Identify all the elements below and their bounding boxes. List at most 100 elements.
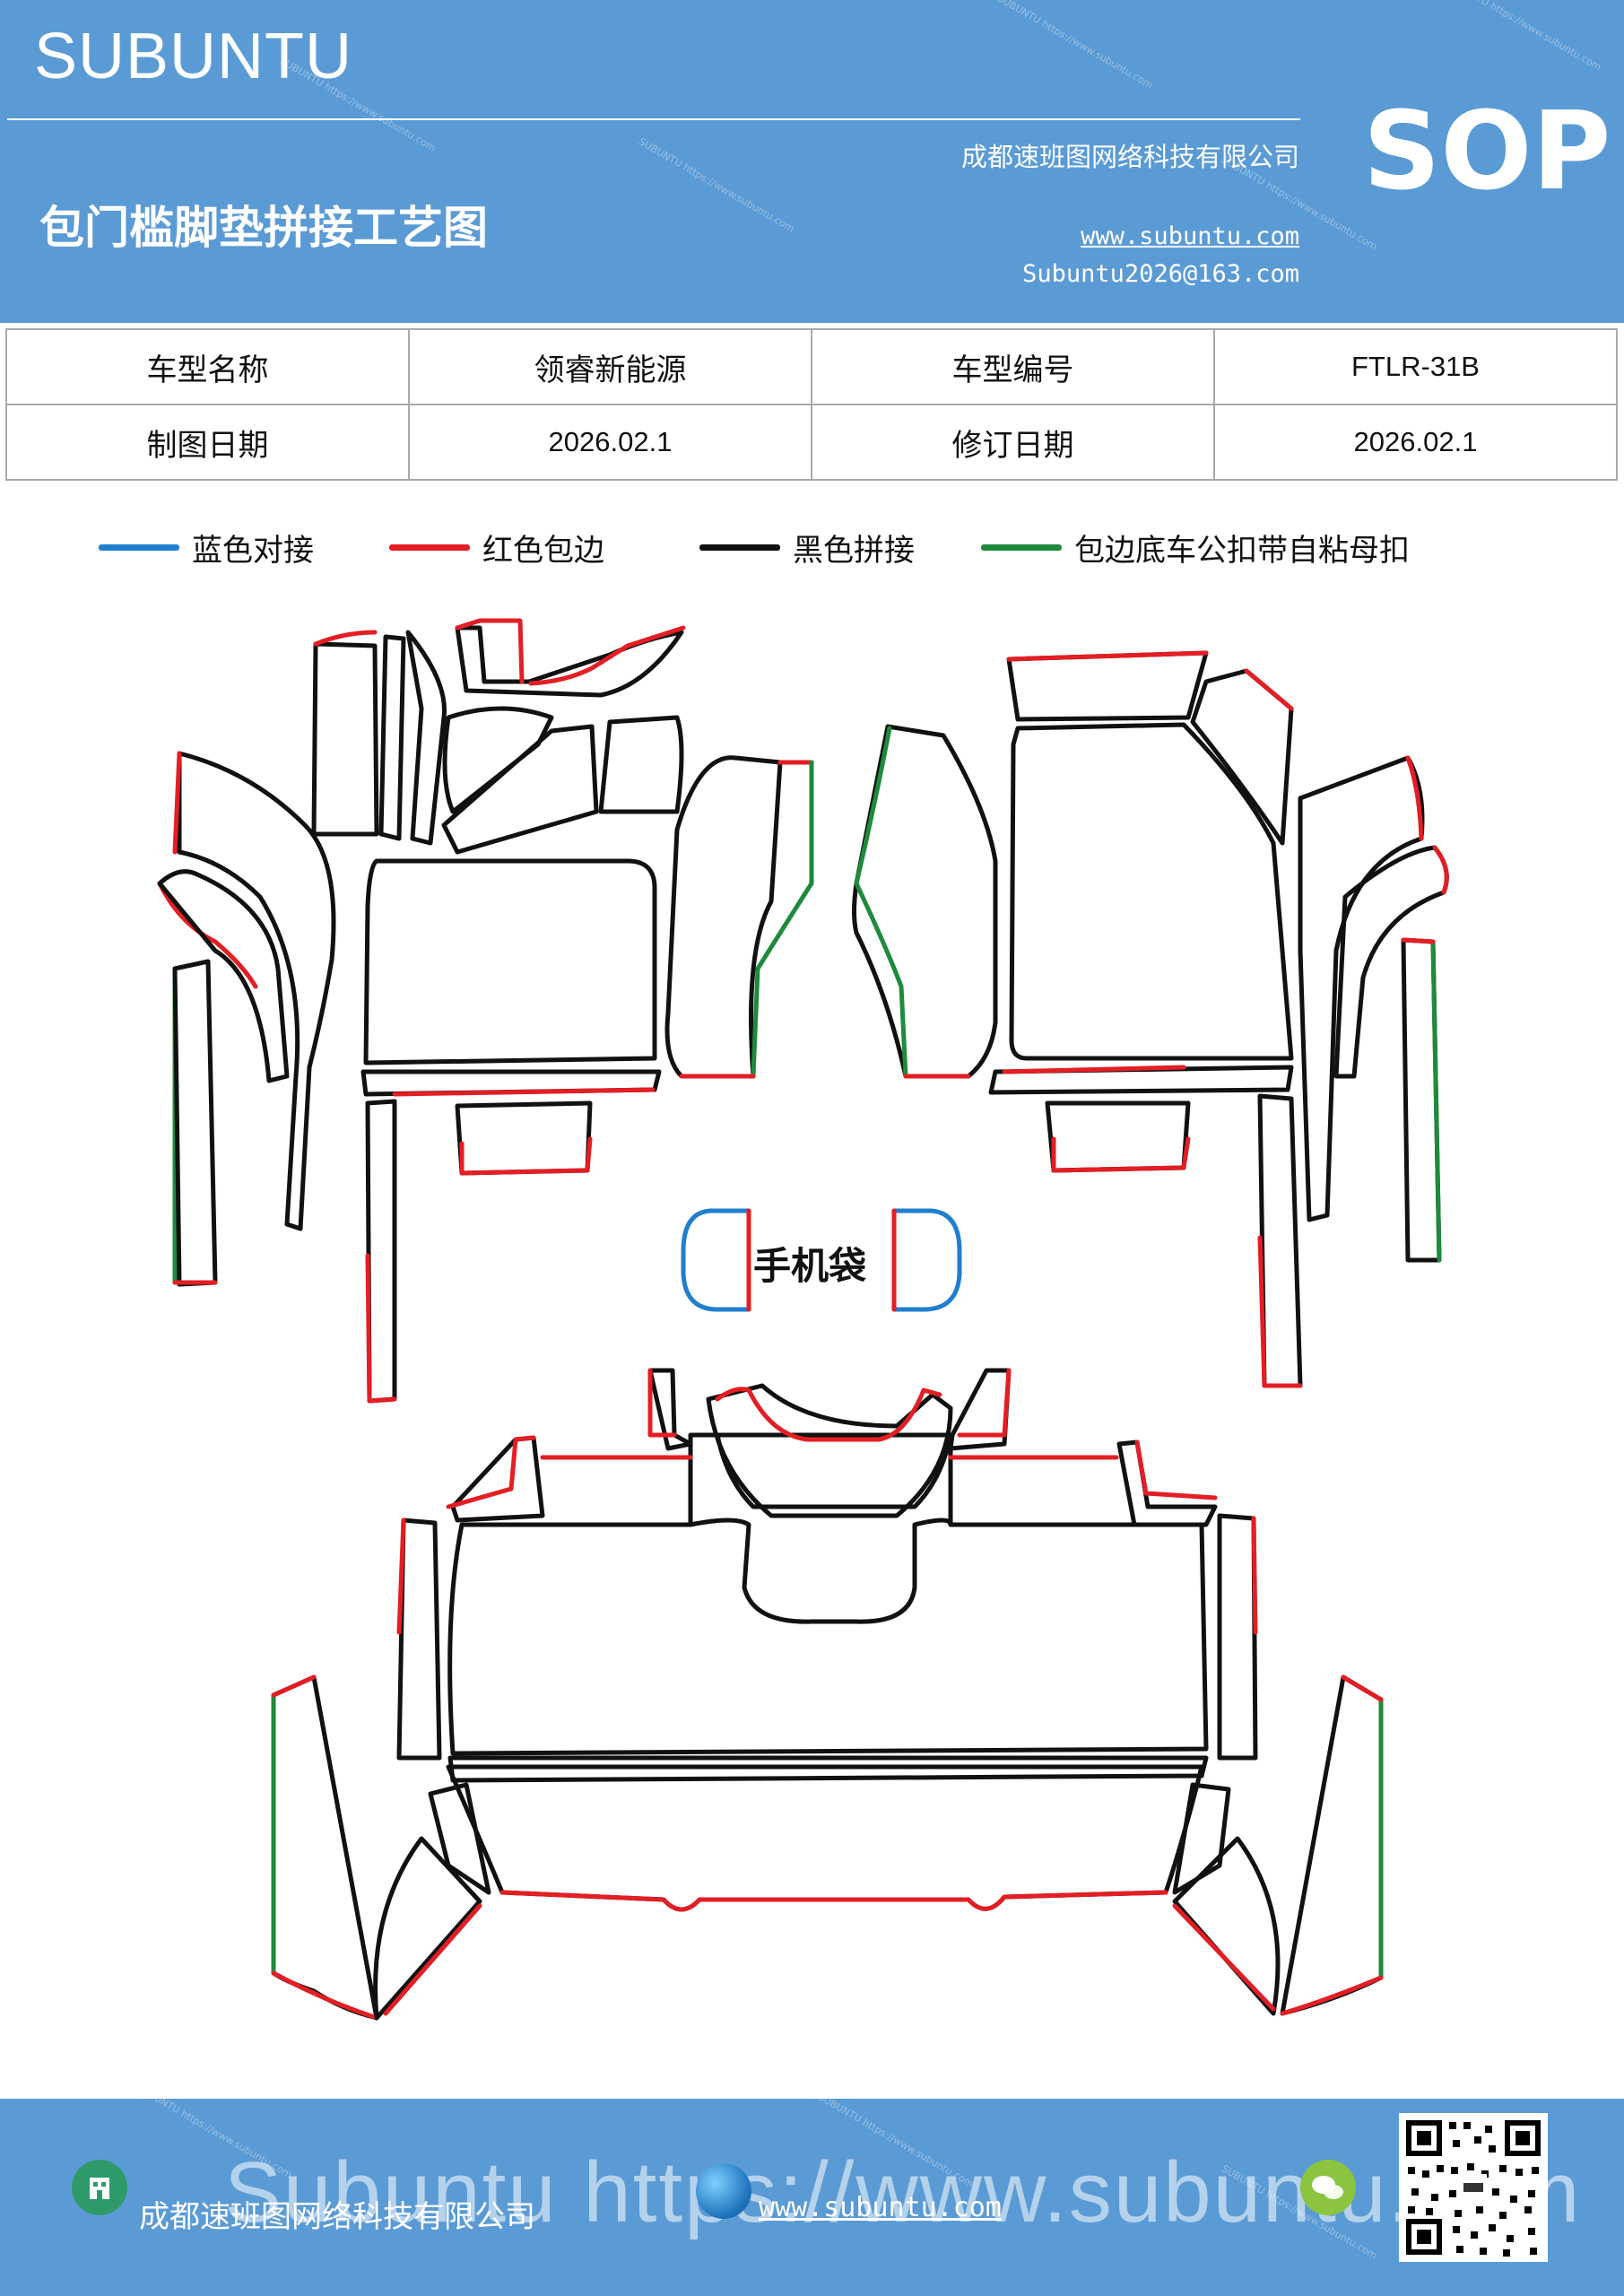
table-cell: 车型编号 [811,328,1215,405]
wechat-icon [1300,2160,1356,2215]
table-cell: 2026.02.1 [408,404,812,481]
page-title: 包门槛脚垫拼接工艺图 [39,202,488,254]
fr-corner-piece [1190,668,1294,846]
rear-left-arc-piece [373,1836,482,2021]
fr-main-floor [1009,722,1294,1061]
fl-pillar-piece [311,641,379,837]
legend-swatch [389,544,470,551]
rear-main-floor [447,1432,1209,1756]
rear-left-step [450,1435,545,1523]
fr-vertical-strip-edge [1257,1235,1303,1388]
fr-outer-arch-edge [1405,755,1424,841]
legend-swatch [99,544,179,551]
fl-outer-arch [177,751,336,1231]
fl-sill-edge [392,1087,656,1097]
table-cell: 领睿新能源 [408,328,812,405]
fr-sill-edge [1002,1065,1186,1074]
legend-label: 红色包边 [482,532,604,569]
fr-heel-pad [1045,1100,1191,1173]
fl-tunnel-piece [598,715,684,814]
fr-outer-arch [1298,755,1425,1222]
fr-door-edge-green [854,726,908,1079]
rear-right-wall [1217,1513,1258,1761]
fr-corner-edge [1244,668,1294,711]
legend-label: 黑色拼接 [793,532,915,569]
fl-console-piece [442,706,554,814]
rear-left-corner [271,1674,379,2021]
fr-heel-pad-edge [1051,1136,1191,1173]
sop-badge: SOP [1363,90,1611,214]
fr-door-piece [852,724,998,1079]
legend-item-green: 包边底车公扣带自粘母扣 [981,525,1410,570]
fl-outer-arch-edge [172,751,182,855]
website-link[interactable]: www.subuntu.com [1081,222,1299,250]
fr-top-edge [1006,650,1209,662]
fl-main-floor [363,858,657,1065]
building-icon [72,2160,127,2215]
legend-label: 包边底车公扣带自粘母扣 [1074,532,1410,569]
fl-side-strip [172,959,218,1287]
table-cell: 车型名称 [5,328,410,405]
fl-door-piece [664,755,783,1079]
rear-mat-group [271,1368,1384,2021]
rear-console-top-edge [715,1387,942,1442]
email-address[interactable]: Subuntu2026@163.com [1022,260,1299,288]
rear-console [706,1383,953,1518]
table-cell: 制图日期 [5,404,410,481]
phone-pocket-left [681,1208,751,1312]
header-banner: SUBUNTU https://www.subuntu.com SUBUNTU … [0,0,1624,323]
fl-top-edge-1 [455,618,525,684]
rear-right-corner-bottom [1280,1975,1384,2016]
rear-right-tab [948,1368,1012,1451]
rear-left-wedge [428,1782,491,1895]
front-left-mat-group [157,618,814,1404]
legend-item-black: 黑色拼接 [699,525,915,570]
table-cell: 2026.02.1 [1213,404,1618,481]
fr-arch-band-edge [1432,845,1449,895]
vehicle-info-table: 车型名称 领睿新能源 车型编号 FTLR-31B 制图日期 2026.02.1 … [5,328,1618,481]
qr-code [1399,2113,1548,2262]
fl-arch-band [157,869,290,1083]
legend-item-red: 红色包边 [389,525,604,570]
legend-item-blue: 蓝色对接 [99,525,314,570]
phone-pocket-group [681,1208,962,1312]
front-right-mat-group [852,650,1449,1388]
fr-sill-strip [988,1065,1294,1095]
fl-strip-a [378,634,406,841]
footer-website-link[interactable]: www.subuntu.com [759,2192,1002,2223]
fl-mid-piece [441,724,599,855]
header-divider [7,118,1300,120]
fr-side-strip-top [1401,937,1436,944]
fr-side-strip-green [1430,939,1442,1263]
brand-name: SUBUNTU [34,21,353,92]
legend-swatch [699,544,780,551]
footer-banner: SUBUNTU https://www.subuntu.com SUBUNTU … [0,2099,1624,2296]
phone-pocket-right [891,1208,962,1312]
rear-left-arc-edge [383,1903,482,2016]
table-cell: 修订日期 [811,404,1215,481]
rear-left-tab-edge [647,1368,677,1438]
table-row: 制图日期 2026.02.1 修订日期 2026.02.1 [5,404,1618,481]
rear-right-corner [1280,1674,1384,2016]
globe-icon [696,2163,751,2219]
fr-vertical-strip [1257,1093,1303,1388]
footer-company-name: 成都速班图网络科技有限公司 [139,2199,535,2235]
rear-right-arc-edge [1172,1903,1276,2012]
legend-swatch [981,544,1062,551]
rear-back-floor-edge [499,1890,1168,1912]
fl-door-edge-green [751,760,814,1079]
rear-back-floor [446,1764,1204,1912]
rear-left-wall [396,1518,442,1761]
phone-pocket-label: 手机袋 [753,1244,867,1288]
fl-pillar-top [313,630,378,647]
rear-right-step [1116,1439,1218,1527]
rear-right-tab-edge [957,1368,1012,1438]
legend-label: 蓝色对接 [192,532,314,569]
fl-arch-band-edge [157,881,258,989]
company-name: 成都速班图网络科技有限公司 [960,142,1299,172]
rear-right-wall-edge [1251,1516,1258,1635]
rear-left-corner-top [271,1674,317,1698]
fr-top-piece [1006,650,1209,722]
rear-right-wedge [1172,1782,1231,1895]
